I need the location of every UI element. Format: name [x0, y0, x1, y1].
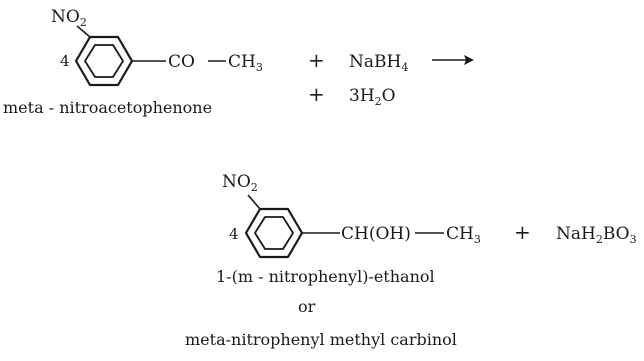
reactant-carbonyl-label: CO: [168, 52, 195, 72]
sodium-metaborate-byproduct: NaH2BO3: [556, 224, 637, 246]
product-carbinol-label: CH(OH): [341, 224, 411, 244]
reactant-nitro-bond: [76, 25, 91, 38]
product-nitro-label: NO2: [222, 172, 258, 194]
reaction-arrow-head: [464, 55, 474, 65]
product-name-or: or: [298, 297, 316, 316]
reagents: + NaBH4 + 3H2O: [308, 48, 474, 108]
reactant-name: meta - nitroacetophenone: [3, 98, 212, 117]
product-structure: NO2 4 CH(OH) CH3 + NaH2BO3 1-(m - nitrop…: [185, 172, 637, 349]
reactant-benzene-inner-ring: [84, 44, 124, 78]
plus-sign-1: +: [308, 48, 325, 72]
plus-sign-2: +: [308, 82, 325, 106]
reactant-structure: NO2 4 CO CH3 meta - nitroacetophenone: [3, 7, 263, 117]
sodium-borohydride: NaBH4: [349, 52, 408, 74]
product-name-1: 1-(m - nitrophenyl)-ethanol: [216, 267, 435, 286]
reactant-nitro-label: NO2: [51, 7, 87, 29]
reactant-methyl-label: CH3: [228, 52, 263, 74]
water: 3H2O: [349, 86, 396, 108]
product-nitro-bond: [247, 194, 261, 210]
plus-sign-3: +: [514, 220, 531, 244]
product-methyl-label: CH3: [446, 224, 481, 246]
reactant-position-number: 4: [60, 52, 70, 70]
product-benzene-inner-ring: [254, 216, 294, 250]
product-position-number: 4: [229, 225, 239, 243]
product-name-2: meta-nitrophenyl methyl carbinol: [185, 330, 457, 349]
